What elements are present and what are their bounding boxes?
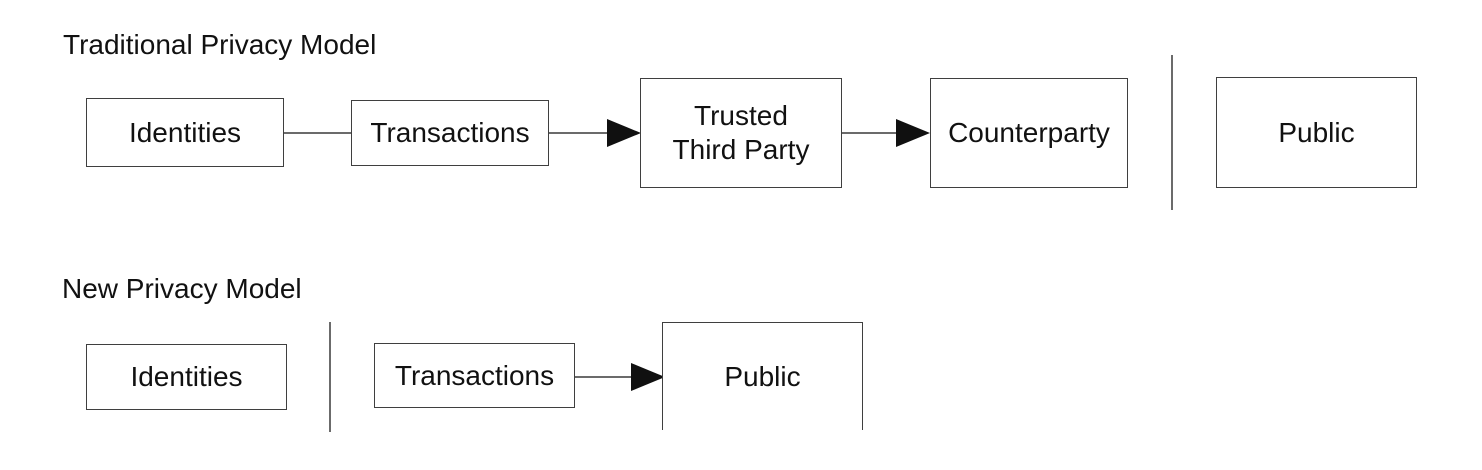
traditional-model-title: Traditional Privacy Model (63, 29, 377, 60)
traditional-identities-box: Identities (86, 98, 284, 167)
arrow-line-transactions-to-public (575, 376, 632, 378)
new-transactions-label: Transactions (394, 359, 555, 391)
traditional-transactions-label: Transactions (370, 117, 530, 148)
traditional-public-label: Public (1278, 116, 1355, 148)
new-transactions-box: Transactions (374, 343, 575, 408)
arrow-line-transactions-to-ttp (549, 132, 608, 134)
arrowhead-right-icon (607, 119, 641, 147)
traditional-public-box: Public (1216, 77, 1417, 188)
counterparty-label: Counterparty (948, 117, 1110, 148)
arrowhead-right-icon (896, 119, 930, 147)
new-identities-box: Identities (86, 344, 287, 410)
new-identities-label: Identities (130, 361, 243, 392)
new-public-box: Public (662, 322, 863, 430)
arrow-line-ttp-to-counterparty (842, 132, 897, 134)
counterparty-box: Counterparty (930, 78, 1128, 188)
new-public-label: Public (724, 360, 801, 392)
traditional-identities-label: Identities (128, 116, 242, 148)
trusted-third-party-label: Trusted Third Party (672, 100, 810, 165)
traditional-divider-line (1171, 55, 1173, 210)
new-model-title: New Privacy Model (62, 273, 302, 304)
arrowhead-right-icon (631, 363, 665, 391)
connector-identities-transactions (284, 132, 351, 134)
traditional-transactions-box: Transactions (351, 100, 549, 166)
trusted-third-party-box: Trusted Third Party (640, 78, 842, 188)
new-model-divider-line (329, 322, 331, 432)
